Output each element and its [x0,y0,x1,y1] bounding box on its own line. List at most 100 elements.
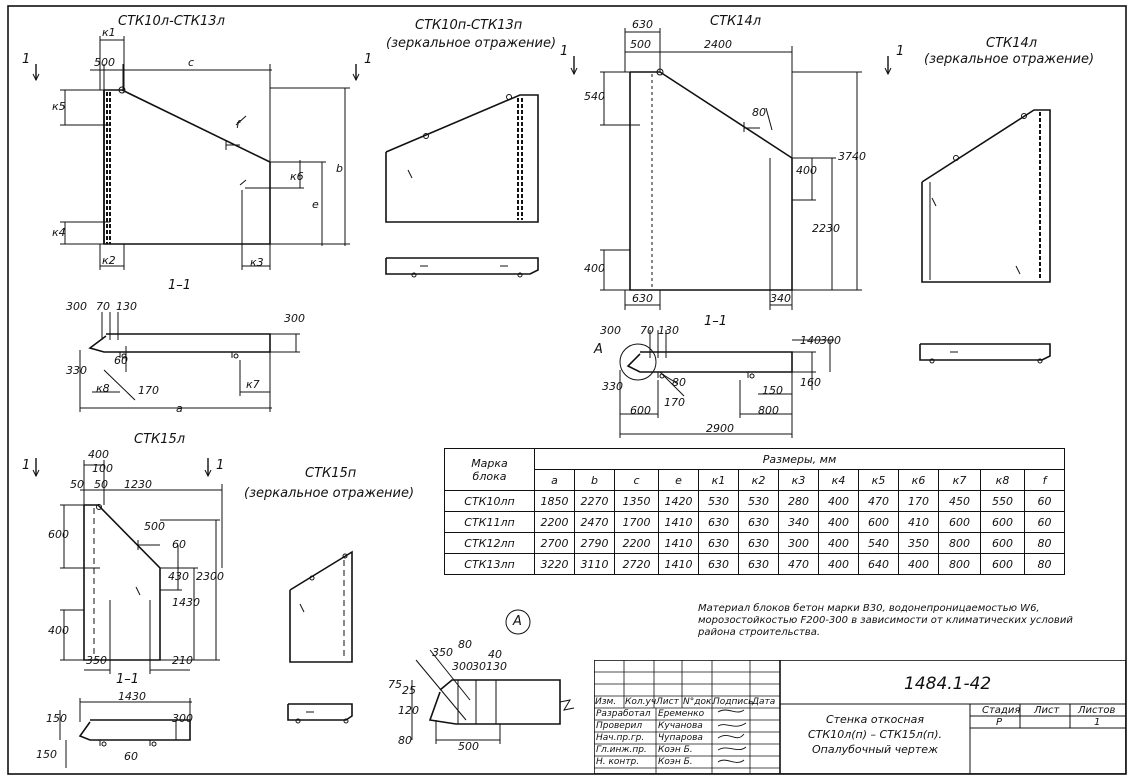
dim-label: к6 [290,170,304,183]
dim-label: 50 [94,478,108,491]
dim-label: 60 [114,354,128,367]
dim-label: 400 [88,448,109,461]
dim-label: 130 [486,660,507,673]
table-cell: 1700 [614,511,659,533]
table-cell: 280 [778,490,819,512]
row-mark: СТК10лп [444,490,535,512]
section-label-1: 1–1 [168,278,192,293]
material-note: Материал блоков бетон марки В30, водонеп… [698,603,1073,638]
column-header: к5 [858,469,899,491]
title-ctk10p-13p: СТК10п-СТК13п [415,18,523,33]
dim-label: c [188,56,195,69]
view-ctk14l [570,28,892,310]
table-cell: 450 [938,490,981,512]
dim-label: 300 [820,334,841,347]
tb-stage-label: Стадия [982,705,1021,716]
dim-label: 400 [48,624,69,637]
dim-label: b [336,162,343,175]
column-header: к4 [818,469,859,491]
dim-label: 150 [46,712,67,725]
tb-name-2: Кучанова [658,721,703,731]
title-ctk15l: СТК15л [134,432,186,447]
tb-role-norm-control: Н. контр. [596,757,640,767]
dim-label: к4 [52,226,66,239]
table-cell: 1410 [658,553,699,575]
sheet-frame [7,5,1127,775]
tb-col-sign: Подпись [713,697,754,707]
table-cell: 600 [980,532,1025,554]
dim-label: 140 [800,334,821,347]
dim-label: 300 [600,324,621,337]
section-label-3: 1–1 [116,672,140,687]
dim-label: 100 [92,462,113,475]
dim-label: к2 [102,254,116,267]
dim-label: 70 [96,300,110,313]
column-header: к3 [778,469,819,491]
section-mark: 1 [22,52,31,67]
section-ctk10l [79,312,300,412]
table-cell: 300 [778,532,819,554]
dim-label: 130 [658,324,679,337]
dim-label: к3 [250,256,264,269]
tb-sheets-label: Листов [1078,705,1116,716]
tb-stage-value: Р [996,717,1003,728]
table-cell: 640 [858,553,899,575]
tb-role-group-head: Нач.пр.гр. [596,733,645,743]
tb-sheets-value: 1 [1094,717,1101,728]
dim-label: 600 [630,404,651,417]
column-header: a [534,469,575,491]
column-header: к8 [980,469,1025,491]
section-mark: 1 [560,44,569,59]
table-cell: 630 [738,532,779,554]
dim-label: f [236,118,240,131]
row-mark: СТК11лп [444,511,535,533]
tb-col-date: Дата [752,697,776,707]
dim-label: 160 [800,376,821,389]
dim-label: 330 [602,380,623,393]
tb-sheet-label: Лист [1034,705,1060,716]
table-cell: 630 [698,553,739,575]
view-ctk14l-mirror [919,109,1051,364]
dim-label: 400 [584,262,605,275]
dim-label: 430 [168,570,189,583]
section-ctk15l [59,698,192,768]
dim-label: к8 [96,382,110,395]
dim-label: 1430 [172,596,200,609]
dim-label: 80 [398,734,412,747]
dim-label: 150 [36,748,57,761]
dim-label: 170 [138,384,159,397]
table-cell: 1410 [658,532,699,554]
tb-role-chief-engineer: Гл.инж.пр. [596,745,647,755]
view-ctk10p [385,94,539,278]
dim-label: 2400 [704,38,732,51]
table-cell: 630 [698,532,739,554]
table-cell: 2470 [574,511,615,533]
dim-label: 300 [452,660,473,673]
table-cell: 550 [980,490,1025,512]
table-cell: 600 [980,553,1025,575]
column-header: к1 [698,469,739,491]
dim-label: 70 [640,324,654,337]
table-cell: 3110 [574,553,615,575]
dim-label: 80 [672,376,686,389]
table-cell: 80 [1024,553,1065,575]
section-label-2: 1–1 [704,314,728,329]
section-mark: 1 [896,44,905,59]
table-cell: 80 [1024,532,1065,554]
column-header: к2 [738,469,779,491]
row-mark: СТК13лп [444,553,535,575]
dim-label: a [176,402,183,415]
tb-col-izm: Изм. [595,697,617,707]
title-ctk10l-13l: СТК10л-СТК13л [118,14,225,29]
dim-label: 300 [284,312,305,325]
table-cell: 2790 [574,532,615,554]
table-cell: 540 [858,532,899,554]
table-cell: 2200 [534,511,575,533]
table-header-row: Марка блока Размеры, мм [444,448,1065,491]
row-mark: СТК12лп [444,532,535,554]
dim-label: 150 [762,384,783,397]
dim-label: 630 [632,18,653,31]
